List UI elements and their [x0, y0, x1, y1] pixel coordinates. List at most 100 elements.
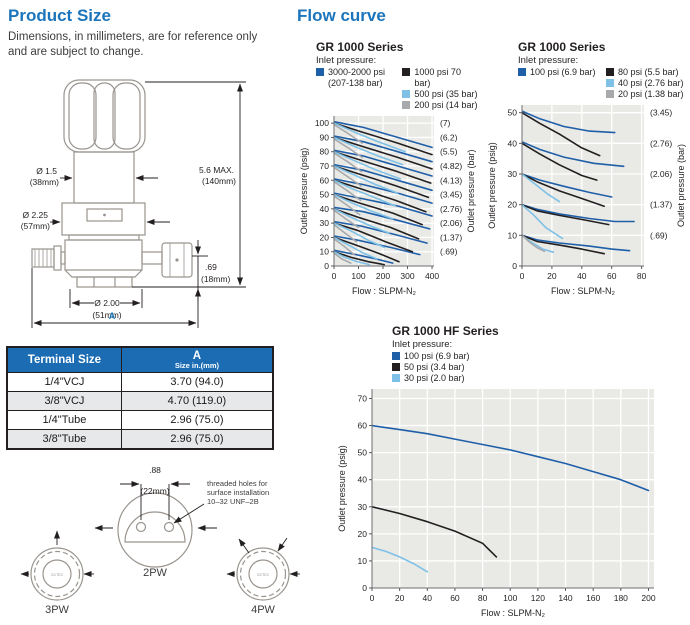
svg-text:160: 160: [586, 593, 600, 603]
svg-text:20: 20: [508, 200, 518, 210]
legend-swatch: [402, 90, 411, 98]
table-row: 1/4"Tube 2.96 (75.0): [6, 410, 274, 430]
chart-legend: 100 psi (6.9 bar) 80 psi (5.5 bar)40 psi …: [518, 67, 688, 100]
knob-lobe-center: [93, 82, 116, 150]
svg-text:(2.76): (2.76): [650, 138, 672, 148]
4pw-logo: GCTEC: [257, 573, 270, 577]
svg-text:(7): (7): [440, 118, 451, 128]
svg-text:(.69): (.69): [650, 230, 668, 240]
svg-text:40: 40: [358, 475, 368, 485]
legend-label: 40 psi (2.76 bar): [618, 78, 684, 88]
regulator-body-outline: [31, 79, 193, 288]
port-diagram-2pw: .88 (22mm) 2PW: [94, 465, 217, 579]
size-cell: 2.96 (75.0): [120, 429, 274, 450]
legend-item: 1000 psi 70 bar): [402, 67, 478, 89]
svg-text:100: 100: [315, 118, 329, 128]
chart-title: GR 1000 Series: [518, 40, 606, 54]
port-diagram-4pw: GCTEC 4PW: [226, 537, 300, 616]
legend-item: 200 psi (14 bar): [402, 100, 478, 111]
threaded-holes-note: threaded holes for surface installation …: [207, 479, 270, 506]
base: [76, 276, 133, 288]
knob-lobe-right: [112, 82, 141, 150]
3pw-knurl-outer: [30, 547, 84, 601]
svg-text:40: 40: [423, 593, 433, 603]
dimension-labels: 5.6 MAX. (140mm) Ø 1.5 (38mm) Ø 2.25 (57…: [21, 165, 236, 321]
product-size-title: Product Size: [8, 6, 111, 25]
chart-head: GR 1000 Series Inlet pressure: 3000-2000…: [298, 40, 478, 111]
bonnet-dot: [103, 213, 106, 217]
4pw-arrow-diag-in: [277, 537, 288, 552]
legend-swatch: [392, 352, 400, 360]
svg-text:(2.76): (2.76): [440, 204, 462, 214]
svg-text:140: 140: [558, 593, 572, 603]
svg-text:0: 0: [324, 261, 329, 271]
svg-text:50: 50: [320, 190, 330, 200]
svg-text:30: 30: [358, 502, 368, 512]
dim-bonnet-mm: (57mm): [21, 221, 50, 231]
table-header-row: Terminal Size A Size in.(mm): [6, 346, 274, 373]
svg-text:60: 60: [450, 593, 460, 603]
svg-text:(2.06): (2.06): [440, 218, 462, 228]
legend-label: 3000-2000 psi (207-138 bar): [328, 67, 386, 88]
dim-holes-mm: (22mm): [140, 486, 169, 496]
dim-height-mm: (140mm): [202, 176, 236, 186]
product-size-description: Dimensions, in millimeters, are for refe…: [8, 31, 258, 58]
thread-hatch: [34, 249, 52, 267]
4pw-shapes: [236, 547, 290, 601]
svg-text:0: 0: [332, 271, 337, 281]
svg-text:20: 20: [358, 529, 368, 539]
2pw-outer-circle: [117, 492, 193, 568]
svg-text:10: 10: [508, 230, 518, 240]
chart-title: GR 1000 Series: [316, 40, 404, 54]
legend-label: 200 psi (14 bar): [414, 100, 478, 110]
legend-item: 80 psi (5.5 bar): [606, 67, 684, 78]
svg-text:Outlet pressure (psig): Outlet pressure (psig): [337, 445, 347, 532]
svg-text:(1.37): (1.37): [440, 232, 462, 242]
legend-label: 20 psi (1.38 bar): [618, 89, 684, 99]
bonnet-label-plate: [86, 208, 123, 222]
svg-text:(5.5): (5.5): [440, 147, 458, 157]
legend-item: 3000-2000 psi (207-138 bar): [316, 67, 398, 89]
terminal-size-table: Terminal Size A Size in.(mm) 1/4"VCJ 3.7…: [6, 346, 274, 450]
dim-base-mm: (51mm): [92, 310, 121, 320]
svg-text:80: 80: [320, 147, 330, 157]
svg-text:(1.37): (1.37): [650, 200, 672, 210]
legend-item: 500 psi (35 bar): [402, 89, 478, 100]
svg-text:20: 20: [395, 593, 405, 603]
legend-label: 80 psi (5.5 bar): [618, 67, 679, 77]
label-2pw: 2PW: [143, 567, 167, 579]
svg-text:(4.13): (4.13): [440, 175, 462, 185]
port-diagram-3pw: GCTEC 3PW: [20, 530, 94, 616]
legend-item: 20 psi (1.38 bar): [606, 89, 684, 100]
knob-lobe-left: [68, 82, 97, 150]
legend-label: 500 psi (35 bar): [414, 89, 478, 99]
flow-chart-gr1000-high: GR 1000 Series Inlet pressure: 3000-2000…: [298, 40, 478, 298]
chart-title: GR 1000 HF Series: [392, 324, 499, 338]
svg-text:40: 40: [508, 138, 518, 148]
body-flange: [64, 269, 143, 278]
neck: [68, 234, 140, 241]
bonnet: [61, 202, 146, 236]
legend-swatch: [518, 68, 526, 76]
2pw-hole-left: [135, 521, 147, 533]
col-a-size: A Size in.(mm): [120, 346, 274, 373]
svg-text:200: 200: [376, 271, 390, 281]
dim-knob-mm: (38mm): [30, 177, 59, 187]
size-cell: 2.96 (75.0): [120, 410, 274, 430]
svg-text:70: 70: [320, 161, 330, 171]
svg-text:Outlet pressure (psig): Outlet pressure (psig): [487, 142, 497, 229]
svg-text:180: 180: [614, 593, 628, 603]
table-row: 1/4"VCJ 3.70 (94.0): [6, 372, 274, 392]
svg-text:30: 30: [508, 169, 518, 179]
col-a-label: A: [192, 350, 202, 362]
table-row: 3/8"VCJ 4.70 (119.0): [6, 391, 274, 411]
size-cell: 3.70 (94.0): [120, 372, 274, 392]
svg-text:20: 20: [547, 271, 557, 281]
svg-text:(4.82): (4.82): [440, 161, 462, 171]
legend-swatch: [606, 90, 614, 98]
3pw-shapes: [30, 547, 84, 601]
dim-outlet-mm: (18mm): [201, 274, 230, 284]
legend-label: 100 psi (6.9 bar): [530, 67, 596, 77]
